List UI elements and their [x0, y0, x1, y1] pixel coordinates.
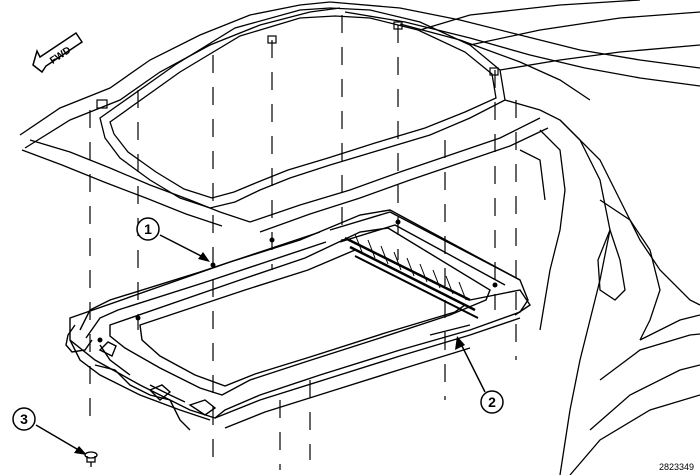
body-side-structure: [519, 119, 700, 475]
callout-3-label: 3: [20, 411, 28, 427]
mount-fasteners: [97, 219, 498, 343]
roof-studs: [96, 21, 499, 109]
sunshade-ribs: [344, 233, 479, 319]
callout-2-label: 2: [488, 394, 496, 410]
callout-1: 1: [136, 217, 210, 262]
alignment-lines: [89, 15, 517, 470]
roof-panel: [19, 0, 700, 233]
sunroof-module-frame: [65, 209, 531, 431]
callout-2: 2: [455, 336, 504, 414]
callout-1-label: 1: [144, 221, 152, 237]
callout-3: 3: [12, 407, 87, 455]
screw-fastener: [84, 451, 98, 467]
figure-number: 2823349: [658, 462, 694, 472]
fwd-direction-arrow: FWD: [32, 31, 84, 74]
